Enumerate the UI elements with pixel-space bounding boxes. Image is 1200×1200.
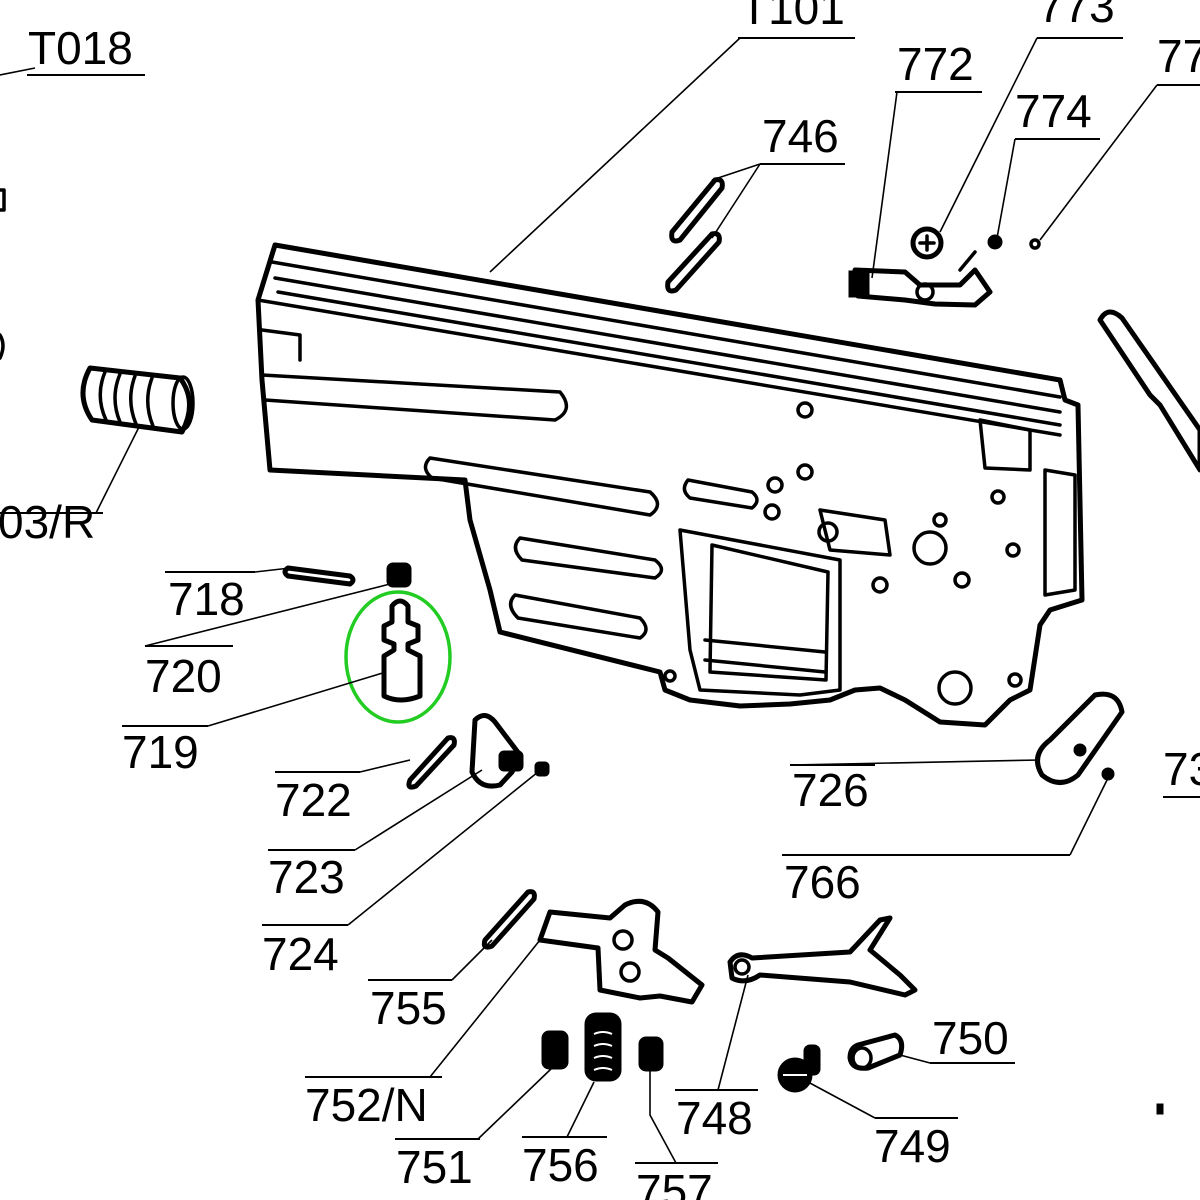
- label-752N: 752/N: [305, 1079, 428, 1131]
- part-spring-757[interactable]: [638, 1036, 664, 1072]
- part-spring-756[interactable]: [584, 1012, 622, 1082]
- label-73x: 73: [1163, 743, 1200, 795]
- label-724: 724: [262, 928, 339, 980]
- label-772: 772: [897, 38, 974, 90]
- label-774: 774: [1015, 85, 1092, 137]
- part-ball-774[interactable]: [987, 234, 1003, 250]
- label-726: 726: [792, 764, 869, 816]
- part-arm-right-edge: [1097, 309, 1200, 473]
- label-720: 720: [145, 650, 222, 702]
- part-ball-766[interactable]: [1101, 767, 1115, 781]
- label-773: 773: [1038, 0, 1115, 32]
- label-723: 723: [268, 851, 345, 903]
- label-766: 766: [784, 856, 861, 908]
- part-plunger-719[interactable]: [381, 598, 423, 703]
- label-746: 746: [762, 110, 839, 162]
- label-T101: T101: [740, 0, 845, 34]
- part-spring-751[interactable]: [541, 1030, 569, 1070]
- label-722: 722: [275, 774, 352, 826]
- left-edge-fragment: [0, 333, 5, 360]
- label-749: 749: [874, 1120, 951, 1172]
- part-receiver-T101[interactable]: [255, 242, 1085, 728]
- part-lever-723[interactable]: [469, 713, 524, 789]
- part-cylinder-726[interactable]: [1035, 691, 1125, 785]
- highlight-circle: [344, 590, 452, 724]
- label-T018: T018: [28, 22, 133, 74]
- label-718: 718: [168, 573, 245, 625]
- part-sear-748[interactable]: [727, 915, 918, 998]
- label-703R: 03/R: [0, 496, 95, 548]
- label-751: 751: [396, 1141, 473, 1193]
- stray-mark: [1156, 1103, 1164, 1115]
- part-latch-772[interactable]: [848, 250, 993, 308]
- label-756: 756: [522, 1139, 599, 1191]
- label-757: 757: [636, 1165, 713, 1200]
- label-748: 748: [676, 1092, 753, 1144]
- part-cap-720[interactable]: [386, 562, 412, 588]
- label-750: 750: [932, 1012, 1009, 1064]
- part-spring-750[interactable]: [847, 1032, 905, 1071]
- part-trigger-752N[interactable]: [537, 898, 705, 1005]
- part-screw-749[interactable]: [777, 1044, 821, 1093]
- label-775: 77: [1157, 30, 1200, 82]
- leader-lines: [0, 37, 1200, 1164]
- part-ball-724[interactable]: [534, 761, 550, 777]
- part-ball-775[interactable]: [1029, 238, 1041, 250]
- part-pin-722[interactable]: [406, 735, 457, 790]
- part-pin-755[interactable]: [481, 889, 537, 950]
- part-buffer-nut-703R[interactable]: [80, 365, 195, 435]
- label-719: 719: [122, 726, 199, 778]
- label-755: 755: [370, 982, 447, 1034]
- left-edge-fragment: [0, 188, 6, 212]
- part-pin-718[interactable]: [282, 565, 356, 587]
- part-screw-773[interactable]: [910, 226, 944, 260]
